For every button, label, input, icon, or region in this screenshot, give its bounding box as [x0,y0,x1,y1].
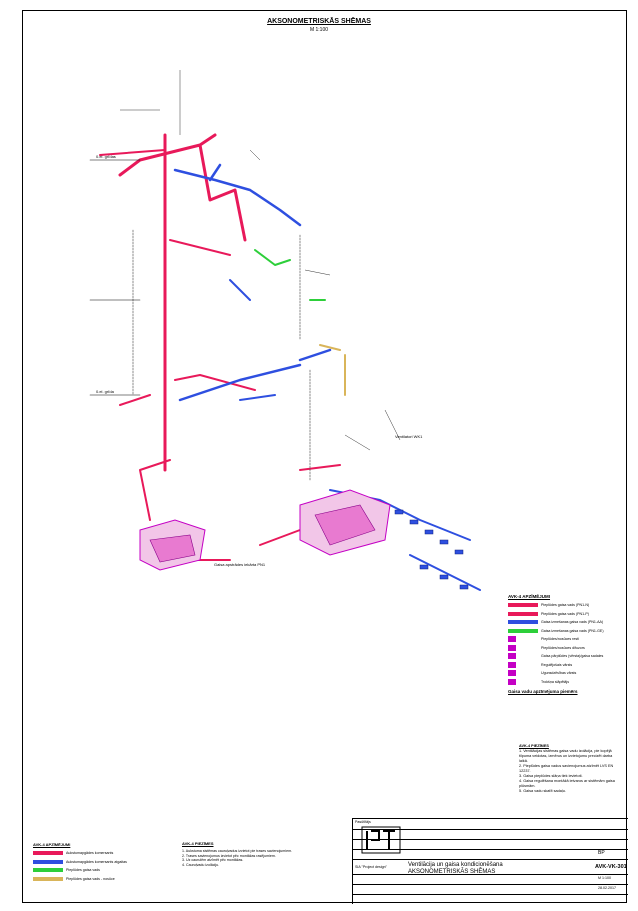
legend-item: Pieplūdes gaisa vads (PN1-N) [508,601,618,610]
bottom-legend: AVK-4 APZĪMĒJUMI Aukstumapgādes komersan… [33,842,178,883]
supply-duct-swatch [508,611,538,616]
legend-item-label: Gaisa pārplūdes (vērsta)/gaisa sadales [541,654,604,659]
legend-item: Gaisa pārplūdes (vērsta)/gaisa sadales [508,652,618,661]
legend-item-label: Pieplūdes gaisa vads [66,868,100,873]
outdoor-duct [254,249,326,301]
title-block: Pasūtītājs SIA "Project design" Ventilāc… [352,818,628,904]
note-item: 2. Trases savienojumus izvietot pēc mont… [182,853,276,858]
tb-drawing-code: AVK-VK-301 [595,864,627,870]
legend-item-label: Trokšņa slāpētājs [541,679,570,684]
air-handling-unit-right [299,489,391,556]
legend-heading: AVK-4 APZĪMĒJUMI [508,594,551,599]
level-label-top: 0.el. grīdas [96,154,116,159]
legend-item-label: Regulējošais vārsts [541,662,573,667]
ahu-label: Gaisa apstrādes iekārta PN1 [214,562,266,567]
legend-item: Pieplūdes gaisa vads - nosūce [33,875,178,884]
note-item: 3. Uz caurulēm atzīmēt pēc montāžas. [182,858,244,863]
damper-icon [508,661,516,668]
legend-item-label: Pieplūdes/nosūces resti [541,637,579,642]
exhaust-duct-swatch [33,859,63,864]
legend-item-label: Gaisa izmešanas gaisa vads (PN1-GE) [541,628,604,633]
drawing-scale: M 1:100 [309,27,329,33]
outdoor-duct-swatch [33,868,63,873]
legend-item-label: Pieplūdes/nosūces difuzors [541,645,585,650]
note-item: 3. Gaisa pieplūdes slāņa tiek ievietoti. [519,774,583,778]
silencer-icon [508,678,516,685]
outdoor-duct-swatch [508,628,538,633]
legend: AVK-4 APZĪMĒJUMI Pieplūdes gaisa vads (P… [508,594,618,696]
annotation-leaders [120,70,401,451]
drawing-title: AKSONOMETRISKĀS SHĒMAS [267,18,371,25]
legend-item: Regulējošais vārsts [508,661,618,670]
supply-duct-branches [99,149,341,561]
level-line-top [89,159,141,396]
tb-date: 28.02.2017 [598,886,616,890]
tb-project-label: Pasūtītājs [355,820,371,824]
notes-heading: AVK-4 PIEZĪMES [519,744,549,748]
exhaust-duct-branches [229,279,481,591]
legend-item: Ugunsdzēsības vārsts [508,669,618,678]
level-label-bottom: 0.el. grīda [96,389,115,394]
legend-item: Pieplūdes/nosūces resti [508,635,618,644]
exhaust-air-duct [319,344,346,396]
legend-item-label: Gaisa izmešanas gaisa vads (PN1-AA) [541,620,604,625]
supply-duct-swatch [33,851,63,856]
drawing-sheet [22,10,627,903]
legend-item-label: Pieplūdes gaisa vads (PN1-P) [541,611,589,616]
note-item: 4. Gaisa regulēšana montāžā ietvaros ar … [519,779,615,788]
tb-sheet-title-2: AKSONOMETRISKĀS SHĒMAS [408,868,496,875]
air-handling-unit-left [139,519,206,571]
notes: AVK-4 PIEZĪMES 1. Ventilācijas sistēmas … [519,744,618,794]
grille-icon [508,636,516,643]
bottom-notes-heading: AVK-4 PIEZĪMES [182,841,214,846]
company-logo-icon [361,826,401,854]
diffuser-array [394,509,469,590]
legend-subheading: Gaisa vadu apzīmējuma piemērs [508,689,578,694]
legend-item-label: Pieplūdes gaisa vads - nosūce [66,876,115,881]
tb-company: SIA "Project design" [355,865,387,869]
note-item: 2. Pieplūdes gaisa vadus savienojumus at… [519,764,614,773]
legend-item: Aukstumapgādes komersants atgaitas [33,858,178,867]
tb-stage: BP [598,850,605,856]
bottom-notes: AVK-4 PIEZĪMES 1. Aukstuma sistēmas caur… [182,841,342,868]
vertical-risers [132,229,311,481]
legend-item-label: Aukstumapgādes komersants [66,851,114,856]
note-item: 5. Gaisa vadu skatīt sadaļu. [519,789,566,793]
diffuser-icon [508,644,516,651]
exhaust-duct-main [173,163,332,402]
legend-item-label: Ugunsdzēsības vārsts [541,671,577,676]
legend-item: Pieplūdes gaisa vads (PN1-P) [508,610,618,619]
transfer-icon [508,653,516,660]
legend-item: Aukstumapgādes komersants [33,849,178,858]
note-item: 1. Aukstuma sistēmas cauruļvadus izvieto… [182,848,293,853]
bottom-legend-heading: AVK-4 APZĪMĒJUMI [33,842,71,847]
legend-item: Gaisa izmešanas gaisa vads (PN1-AA) [508,618,618,627]
tb-sheet-title: Ventilācija un gaisa kondicionēšana AKSO… [408,862,503,875]
exhaust-duct-swatch [508,620,538,625]
legend-item-label: Aukstumapgādes komersants atgaitas [66,859,127,864]
legend-item: Trokšņa slāpētājs [508,678,618,687]
supply-duct-swatch [508,603,538,608]
note-item: 1. Ventilācijas sistēmas gaisa vadu izol… [519,749,613,763]
exhaust-air-duct-swatch [33,876,63,881]
legend-item: Gaisa izmešanas gaisa vads (PN1-GE) [508,627,618,636]
supply-duct-main [118,133,247,472]
note-item: 4. Cauruļvadu izolāciju. [182,863,220,868]
tb-sheet-title-1: Ventilācija un gaisa kondicionēšana [408,862,503,868]
tb-scale: M 1:100 [598,876,611,880]
legend-item-label: Pieplūdes gaisa vads (PN1-N) [541,603,590,608]
legend-item: Pieplūdes gaisa vads [33,866,178,875]
legend-item: Pieplūdes/nosūces difuzors [508,644,618,653]
fire-damper-icon [508,670,516,677]
ahu-right-label: Ventilatori WK1 [395,434,423,439]
